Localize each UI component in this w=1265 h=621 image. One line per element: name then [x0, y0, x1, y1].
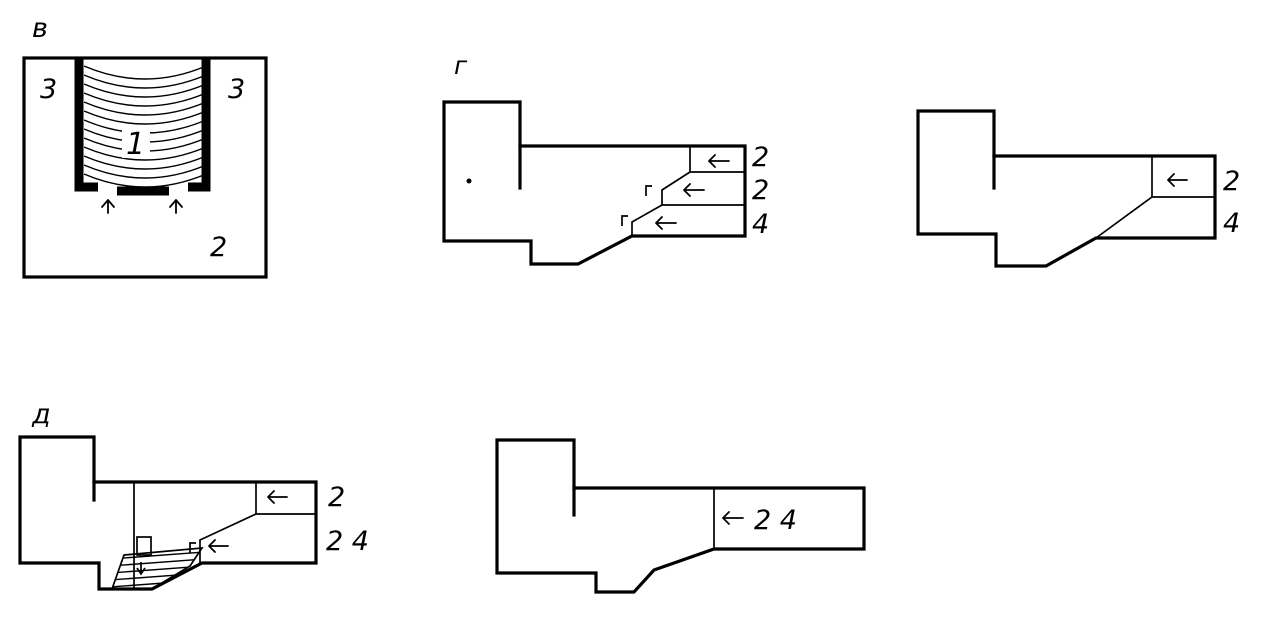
- panel-v-entry-arrow-right: [169, 199, 183, 214]
- panel-g-plan-1-dot: [466, 178, 472, 184]
- panel-d-plan-1-label-1: 2: [328, 482, 345, 513]
- panel-g-letter: г: [454, 51, 468, 80]
- panel-v-label-main: 1: [126, 127, 145, 162]
- panel-d-plan-1-pit-arrow: [136, 562, 146, 576]
- panel-g-plan-1-outline: [442, 100, 747, 266]
- panel-g-plan-1-arrow-2: [683, 183, 705, 197]
- panel-d-plan-1-box: [255, 482, 316, 515]
- panel-v-label-bottom: 2: [210, 232, 227, 263]
- panel-d-plan-1-arrow-2: [208, 539, 229, 553]
- panel-v-right-wall: [188, 58, 211, 192]
- panel-g-plan-1-lower-balcony: [631, 204, 663, 236]
- panel-d-plan-1-pit-stand: [136, 536, 152, 556]
- panel-v-left-wall: [74, 58, 98, 192]
- panel-d-plan-1-outline: [18, 435, 318, 591]
- panel-d-plan-1-balcony: [199, 513, 257, 563]
- panel-g-plan-2-label-2: 4: [1223, 208, 1240, 239]
- panel-d-plan-2-outline: [495, 438, 866, 594]
- panel-v: в 1 3 3 2: [22, 13, 268, 279]
- panel-d-plan-1-pit: [110, 546, 204, 590]
- panel-g-plan-1-label-2: 2: [752, 175, 769, 206]
- panel-d: д 2 2 4: [18, 399, 866, 594]
- panel-d-plan-1-arrow-1: [267, 490, 288, 504]
- panel-v-entry-arrow-left: [101, 199, 115, 214]
- panel-d-letter: д: [31, 399, 51, 430]
- panel-d-plan-2-arrow: [722, 511, 744, 525]
- panel-g: г 2 2 4 2 4: [442, 51, 1240, 268]
- panel-g-plan-1-middle-balcony: [661, 171, 745, 206]
- panel-v-letter: в: [32, 13, 48, 44]
- panel-g-plan-2: 2 4: [916, 109, 1240, 268]
- panel-g-plan-1: 2 2 4: [442, 100, 769, 266]
- panel-d-plan-2: 2 4: [495, 438, 866, 594]
- panel-v-outline: [22, 56, 268, 279]
- panel-d-plan-1: 2 2 4: [18, 435, 369, 591]
- panel-g-plan-2-label-1: 2: [1223, 166, 1240, 197]
- panel-v-label-left: 3: [40, 74, 57, 105]
- panel-g-plan-2-balcony: [1095, 196, 1153, 239]
- panel-g-plan-1-stair-2: [621, 215, 628, 226]
- panel-g-plan-1-arrow-3: [655, 216, 677, 230]
- panel-g-plan-1-arrow-1: [708, 154, 730, 168]
- panel-g-plan-2-box: [1151, 156, 1215, 198]
- panel-g-plan-2-arrow: [1167, 173, 1188, 187]
- panel-g-plan-2-outline: [916, 109, 1217, 268]
- panel-d-plan-1-label-2: 2 4: [326, 526, 369, 557]
- panel-v-label-right: 3: [228, 74, 245, 105]
- panel-g-plan-1-upper-box: [689, 146, 745, 173]
- panel-g-plan-1-stair-1: [645, 185, 652, 196]
- panel-d-plan-2-label: 2 4: [754, 505, 797, 536]
- panel-g-plan-1-label-3: 4: [752, 209, 769, 240]
- panel-g-plan-1-label-1: 2: [752, 142, 769, 173]
